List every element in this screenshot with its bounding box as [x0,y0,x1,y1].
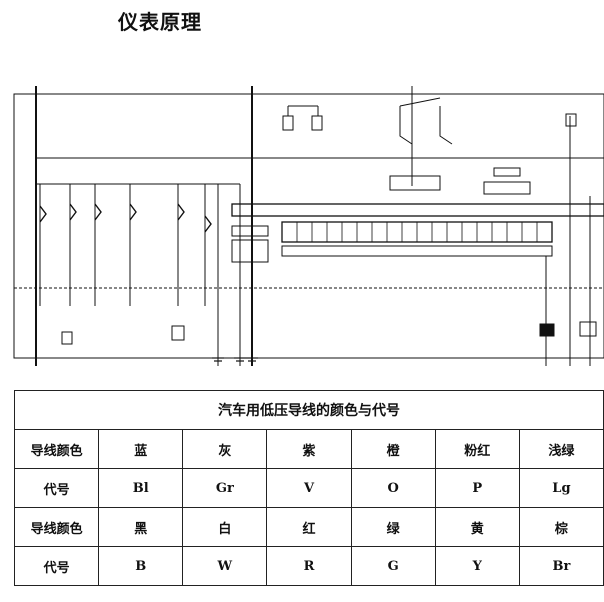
table-row: 代号 B W R G Y Br [13,546,604,586]
switch-symbols [39,203,212,233]
code-cell: Br [518,546,604,586]
indicator-box [231,225,269,237]
switch-symbol [129,203,137,221]
code-cell: R [266,546,352,586]
relay-box [282,115,294,131]
switch-symbol [177,203,185,221]
color-cell: 黄 [434,507,520,547]
cluster-lower-bar [281,245,553,257]
indicator-note-box [231,239,269,263]
code-cell: W [182,546,268,586]
sensor-box [61,331,73,345]
color-cell: 灰 [182,429,268,469]
table-row: 导线颜色 蓝 灰 紫 橙 粉红 浅绿 [13,429,604,469]
table-row: 导线颜色 黑 白 红 绿 黄 棕 [13,507,604,547]
color-cell: 浅绿 [518,429,604,469]
row-header: 代号 [13,468,100,508]
code-cell: B [98,546,184,586]
table-title: 汽车用低压导线的颜色与代号 [14,390,604,430]
code-cell: P [434,468,520,508]
sensor-box [565,113,577,127]
color-cell: 橙 [350,429,436,469]
gauge-wire [439,106,453,145]
cluster-pins [296,222,538,242]
code-cell: O [350,468,436,508]
color-cell: 蓝 [98,429,184,469]
color-cell: 紫 [266,429,352,469]
row-header: 代号 [13,546,100,586]
code-cell: Bl [98,468,184,508]
code-cell: Y [434,546,520,586]
color-cell: 黑 [98,507,184,547]
sensor-box [171,325,185,341]
wire-color-code-table: 汽车用低压导线的颜色与代号 导线颜色 蓝 灰 紫 橙 粉红 浅绿 代号 Bl G… [13,390,604,586]
code-cell: V [266,468,352,508]
page-title: 仪表原理 [118,10,202,34]
gauge-wire [399,97,441,107]
ecu-module-box [493,167,521,177]
gauge-wire [399,106,413,145]
relay-box [311,115,323,131]
ecu-module-box [483,181,531,195]
color-cell: 红 [266,507,352,547]
switch-symbol [204,215,212,233]
color-cell: 棕 [518,507,604,547]
switch-symbol [69,203,77,221]
color-cell: 白 [182,507,268,547]
code-cell: G [350,546,436,586]
row-header: 导线颜色 [13,429,100,469]
instrument-wiring-schematic [13,86,604,366]
row-header: 导线颜色 [13,507,100,547]
sensor-box [539,323,555,337]
color-cell: 绿 [350,507,436,547]
table-row: 代号 Bl Gr V O P Lg [13,468,604,508]
color-cell: 粉红 [434,429,520,469]
ground-symbols [212,357,258,362]
code-cell: Lg [518,468,604,508]
sensor-box [579,321,597,337]
cluster-connector-bar [231,203,604,217]
switch-symbol [39,205,47,223]
code-cell: Gr [182,468,268,508]
schematic-frame [13,93,604,359]
switch-symbol [94,203,102,221]
ecu-module-box [389,175,441,191]
